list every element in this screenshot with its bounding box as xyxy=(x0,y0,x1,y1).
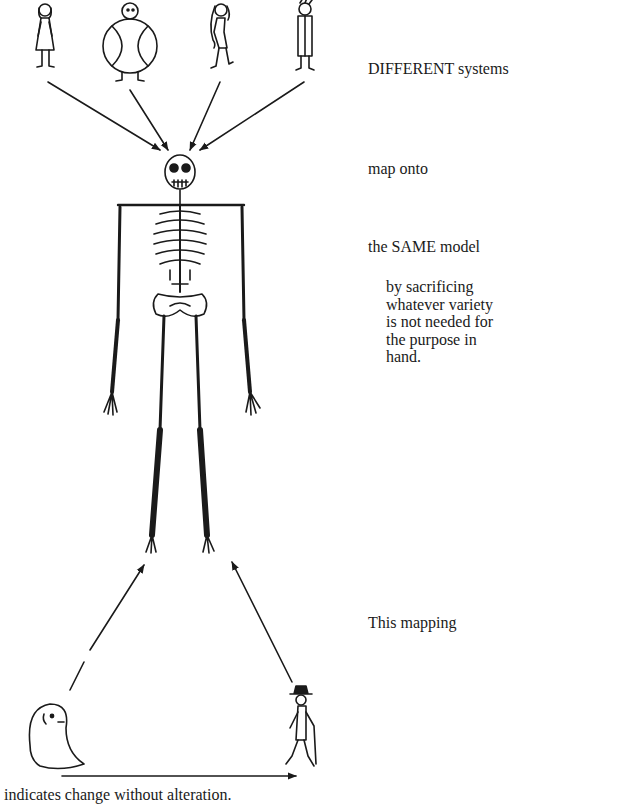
ghost-figure xyxy=(29,704,84,769)
caption-text: This mapping xyxy=(368,614,456,632)
woman-figure xyxy=(211,4,233,68)
woman-figure xyxy=(36,4,54,67)
change-arrow xyxy=(62,775,296,777)
round-man-figure xyxy=(103,3,157,81)
walking-man-figure xyxy=(286,686,316,766)
skeleton-model xyxy=(104,155,260,553)
tall-man-figure xyxy=(296,0,314,70)
caption-text: the SAME model xyxy=(368,238,480,256)
caption-text: map onto xyxy=(368,160,428,178)
caption-text: DIFFERENT systems xyxy=(368,60,509,78)
mapping-arrow xyxy=(70,562,292,690)
mapping-arrow xyxy=(48,82,304,150)
caption-text: by sacrificing whatever variety is not n… xyxy=(386,278,498,366)
caption-text: indicates change without alteration. xyxy=(4,786,231,804)
